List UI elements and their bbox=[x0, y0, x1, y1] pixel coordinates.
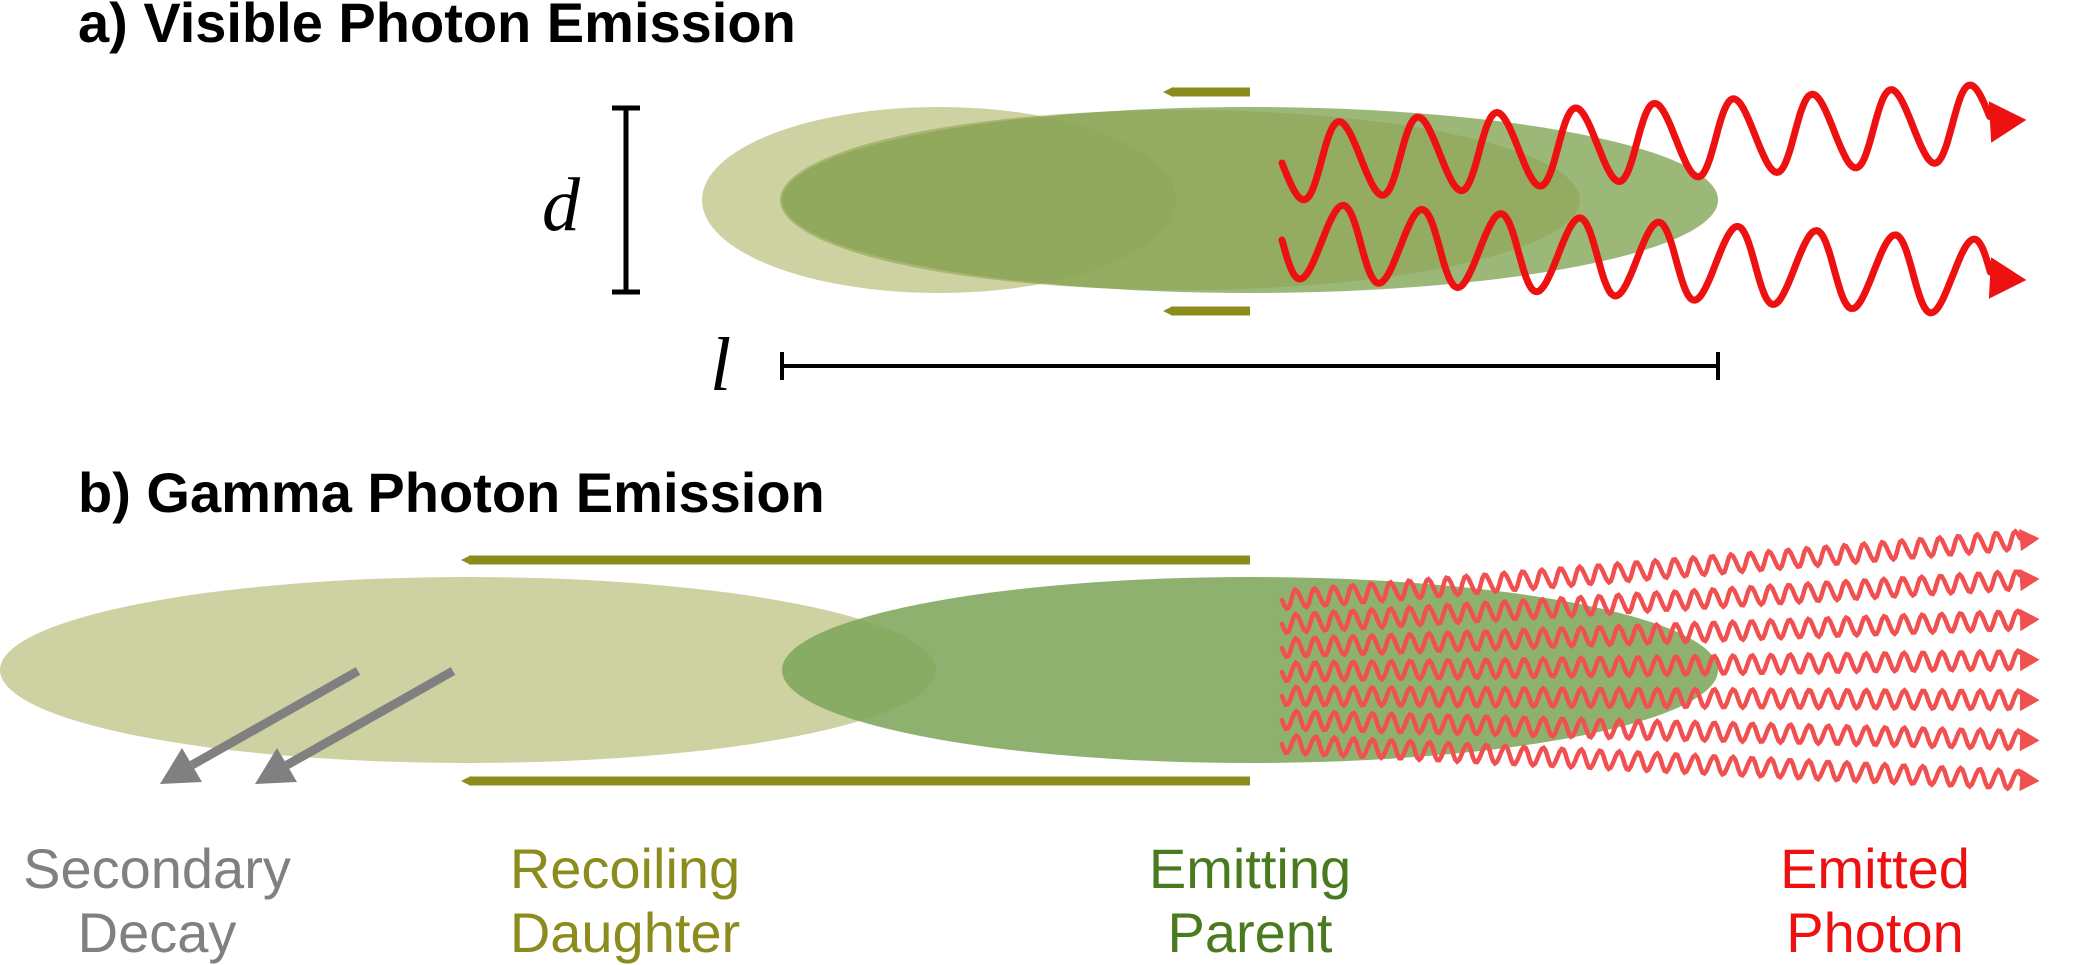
gamma-photon-3 bbox=[1279, 608, 2040, 660]
daughter-overlap-a bbox=[780, 110, 1580, 290]
visible-photons bbox=[1278, 81, 2027, 317]
panel-a: a) Visible Photon Emission d l bbox=[78, 0, 2027, 407]
emitting-parent-label-line1: Emitting bbox=[1149, 837, 1351, 900]
emitted-photon-label-line1: Emitted bbox=[1780, 837, 1970, 900]
panel-a-title: a) Visible Photon Emission bbox=[78, 0, 796, 54]
daughter-ellipse-b bbox=[0, 577, 936, 763]
gamma-photon-4 bbox=[1279, 647, 2040, 684]
dimension-l-label: l bbox=[710, 323, 731, 407]
visible-photon-1 bbox=[1278, 81, 2027, 204]
gamma-photon-2 bbox=[1279, 568, 2040, 636]
dimension-d-bar bbox=[612, 105, 640, 295]
recoiling-daughter-label-line2: Daughter bbox=[510, 901, 740, 964]
visible-photon-2 bbox=[1278, 201, 2027, 317]
secondary-decay-arrow-1 bbox=[160, 667, 361, 784]
secondary-decay-label-line2: Decay bbox=[78, 901, 237, 964]
secondary-decay-label-line1: Secondary bbox=[23, 837, 291, 900]
gamma-photon-5 bbox=[1279, 684, 2040, 712]
emitting-parent-label-line2: Parent bbox=[1168, 901, 1333, 964]
gamma-photon-7 bbox=[1279, 732, 2040, 792]
panel-b-title: b) Gamma Photon Emission bbox=[78, 461, 825, 524]
gamma-photons bbox=[1279, 528, 2040, 792]
gamma-photon-6 bbox=[1279, 708, 2040, 752]
recoiling-daughter-label-line1: Recoiling bbox=[510, 837, 740, 900]
panel-b: b) Gamma Photon Emission bbox=[0, 461, 2040, 792]
legend-labels: Secondary Decay Recoiling Daughter Emitt… bbox=[23, 837, 1970, 964]
secondary-decay-arrow-2 bbox=[255, 667, 456, 784]
dimension-l-bar bbox=[780, 352, 1720, 380]
gamma-photon-1 bbox=[1279, 528, 2040, 612]
dimension-d-label: d bbox=[542, 163, 581, 247]
emitted-photon-label-line2: Photon bbox=[1786, 901, 1964, 964]
